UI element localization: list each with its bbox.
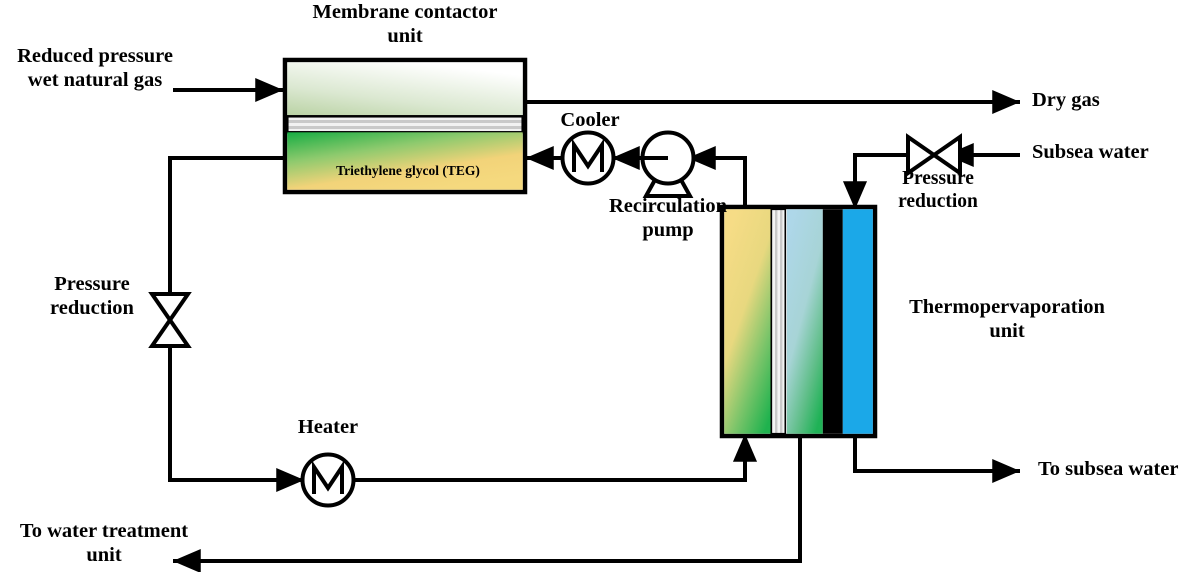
thermopervaporation-unit-graphic [719,204,878,439]
to-water-treatment-label: To water treatment unit [19,520,189,567]
contactor-membrane [286,115,524,134]
membrane-contactor-unit-label: Membrane contactor unit [312,1,498,48]
thermopervaporation-unit-label: Thermopervaporation unit [909,296,1105,343]
tpv-permeate-chamber [786,209,823,434]
contactor-gas-chamber [287,62,523,117]
recirculation-pump-label: Recirculation pump [608,195,728,242]
cooler-body [560,130,616,186]
tpv-condensing-wall [822,209,843,434]
tpv-sweep-chamber [842,209,873,434]
valve-right-left-triangle [906,133,938,177]
recirculation-pump-graphic [640,130,696,198]
feed-gas-label: Reduced pressure wet natural gas [17,45,173,92]
tpv-feed-chamber [724,209,772,434]
pressure-reduction-valve-left-graphic [148,292,192,348]
pipe-to-water-treatment [172,434,802,572]
teg-inner-label: Triethylene glycol (TEG) [336,163,480,178]
heater-graphic [300,452,356,508]
pipe-heater-to-tpv [353,442,747,482]
cooler-graphic [560,130,616,186]
heater-m-glyph [312,460,344,494]
contactor-teg-chamber [287,132,523,190]
subsea-water-inlet-label: Subsea water [1032,141,1149,163]
dry-gas-label: Dry gas [1032,89,1100,111]
pressure-reduction-right-label: Pressure reduction [898,168,978,212]
cooler-label: Cooler [560,109,620,131]
valve-left-upper-triangle [148,292,192,324]
piping-network [168,77,1021,572]
tpv-membrane [770,208,787,435]
pressure-reduction-left-label: Pressure reduction [50,273,134,320]
pressure-reduction-valve-right-graphic [906,133,962,177]
pipe-to-subsea-water [853,434,1021,484]
to-subsea-water-label: To subsea water [1038,458,1179,480]
valve-right-right-triangle [930,133,962,177]
membrane-contactor-unit-graphic [282,57,528,195]
heater-body [300,452,356,508]
valve-left-lower-triangle [148,316,192,348]
heater-label: Heater [297,416,359,438]
cooler-m-glyph [572,138,604,172]
